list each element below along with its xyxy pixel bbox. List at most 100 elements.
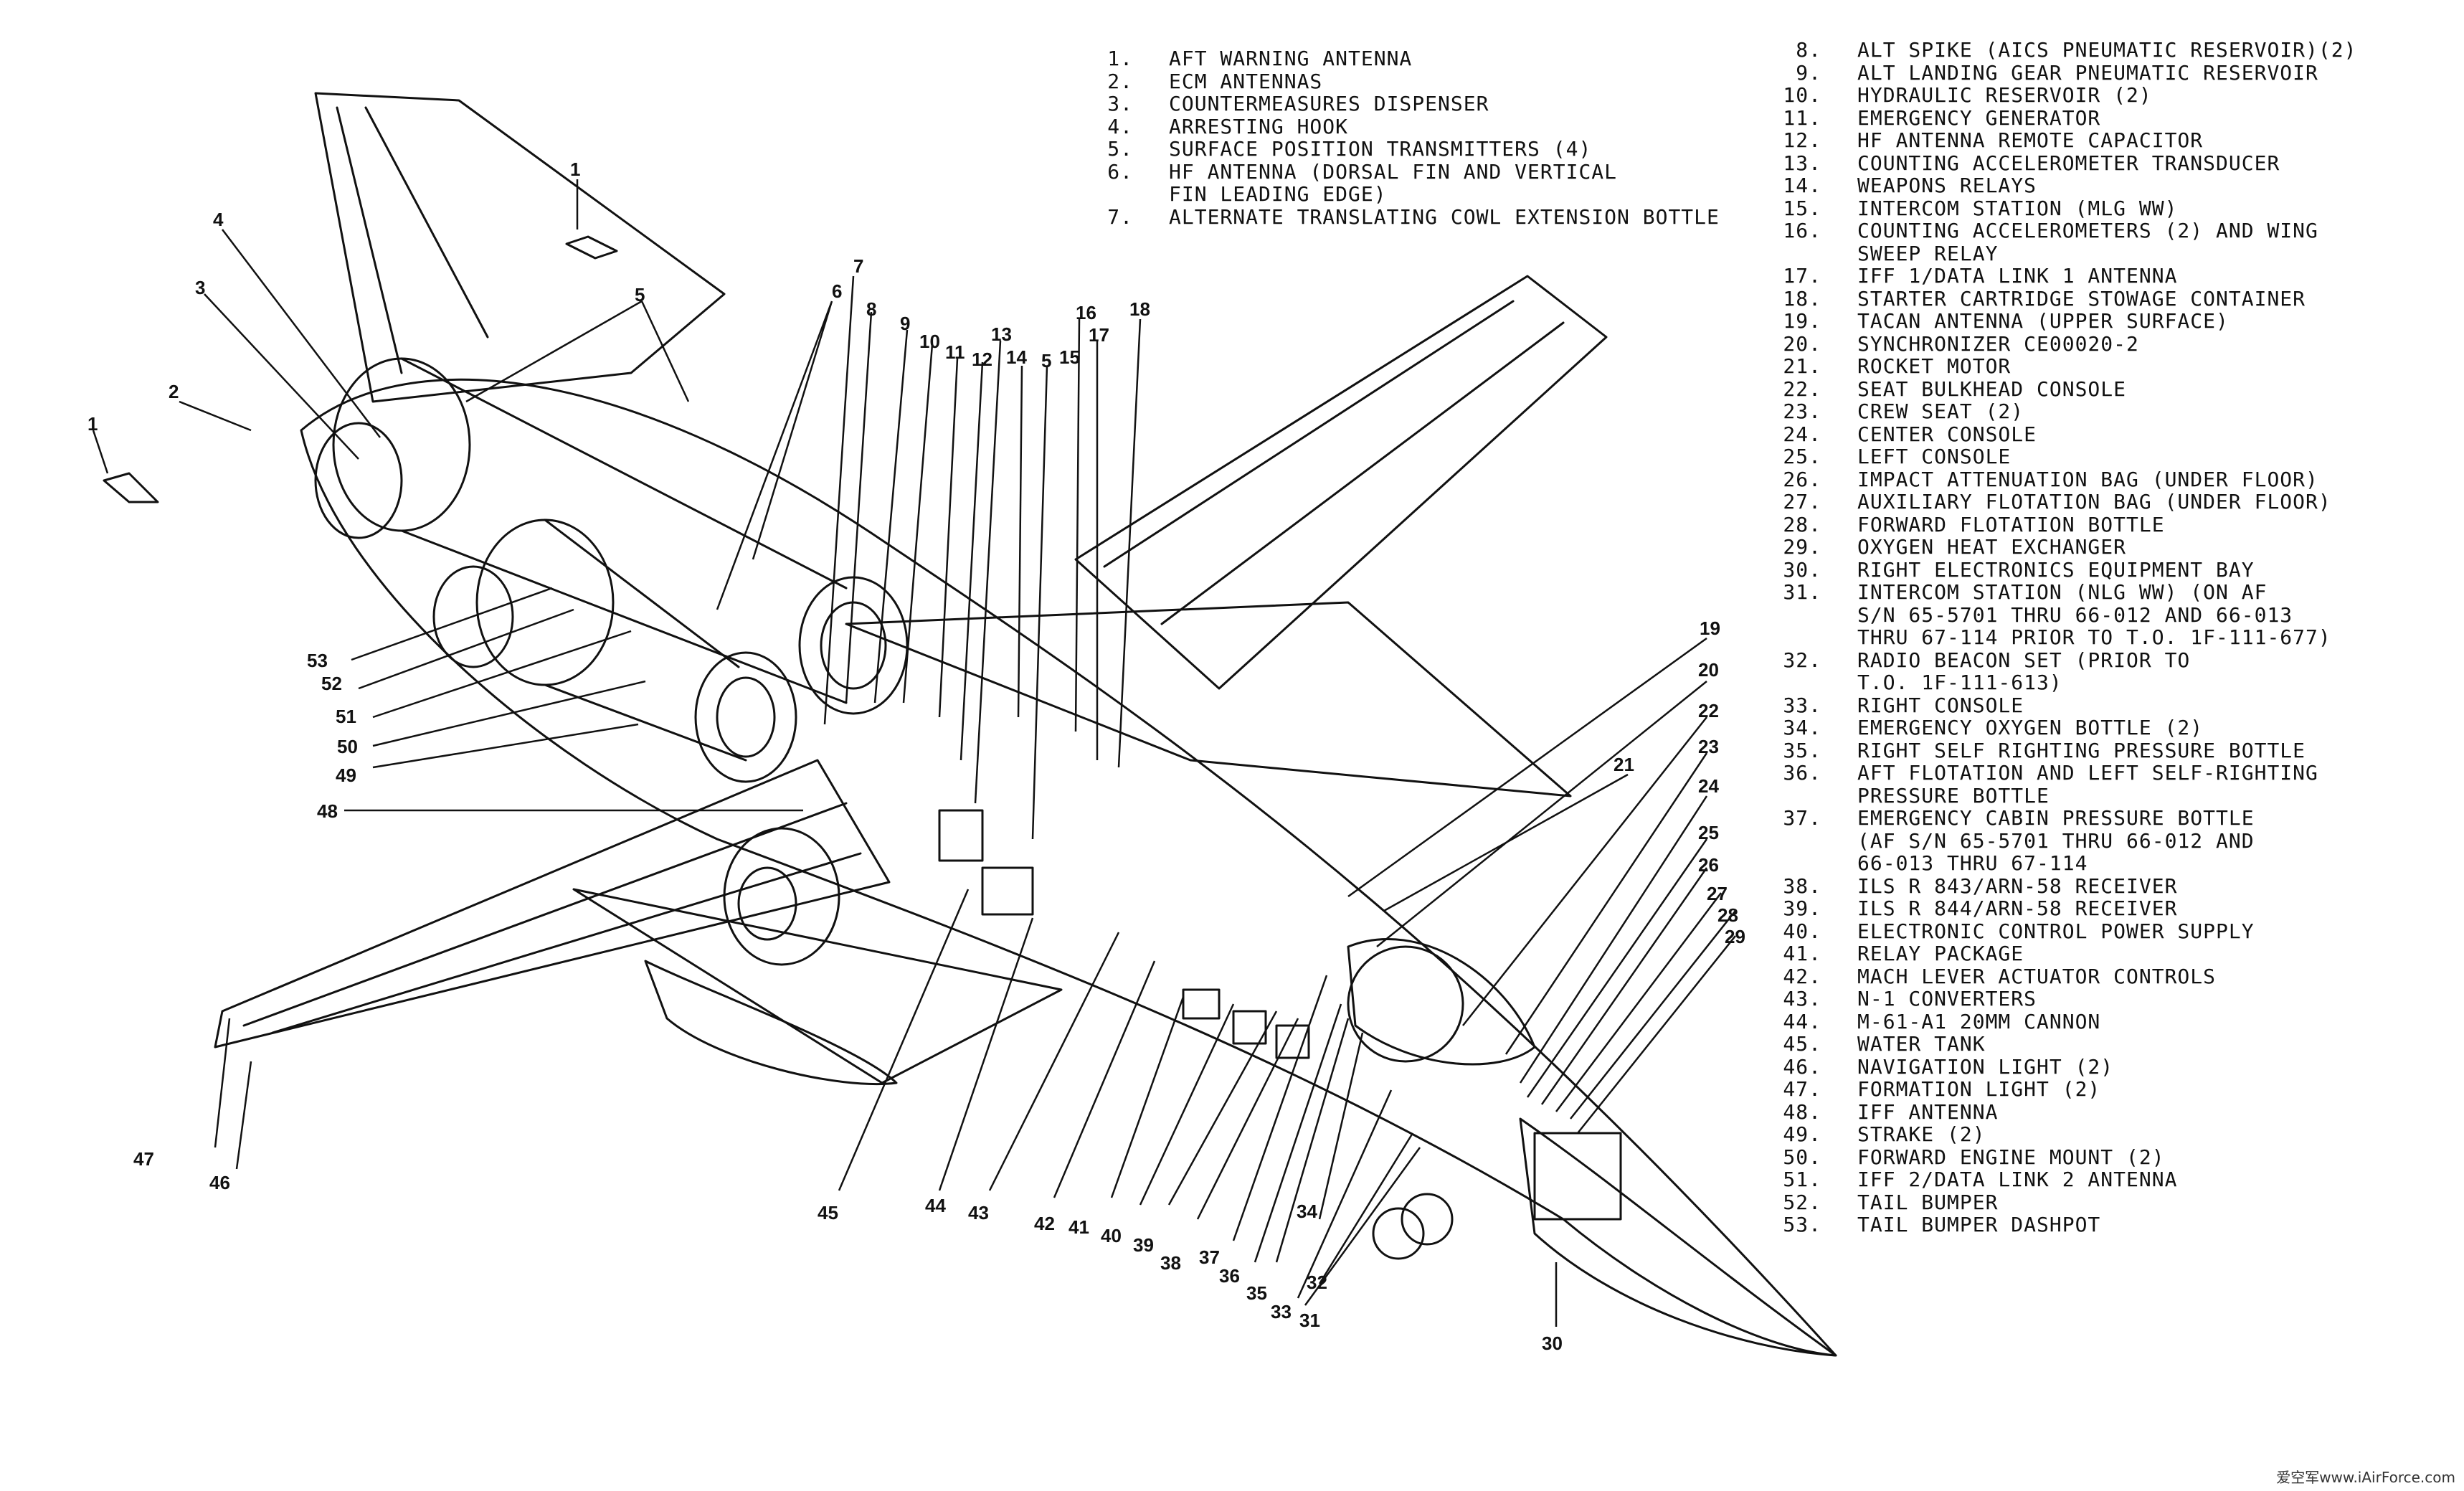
legend-item-description: TAIL BUMPER DASHPOT — [1857, 1213, 2101, 1236]
legend-item-number: 36. — [1783, 761, 1821, 785]
callout-12: 12 — [972, 349, 992, 370]
legend-item-number: 28. — [1783, 512, 1821, 536]
legend-item: 66-013 THRU 67-114 — [1764, 852, 2356, 875]
legend-item-description: FORWARD FLOTATION BOTTLE — [1857, 512, 2165, 536]
legend-item-description: OXYGEN HEAT EXCHANGER — [1857, 535, 2127, 559]
legend-item-number: 16. — [1783, 219, 1821, 242]
legend-item: 15.INTERCOM STATION (MLG WW) — [1764, 197, 2356, 220]
callout-19: 19 — [1700, 617, 1720, 639]
legend-item-number: 45. — [1783, 1032, 1821, 1056]
legend-item-description: CREW SEAT (2) — [1857, 399, 2024, 423]
legend-item: 46.NAVIGATION LIGHT (2) — [1764, 1055, 2356, 1079]
legend-item-description: EMERGENCY CABIN PRESSURE BOTTLE — [1857, 806, 2255, 830]
legend-item-number: 25. — [1783, 445, 1821, 468]
legend-item-number: 34. — [1783, 716, 1821, 739]
callout-34: 34 — [1297, 1201, 1317, 1222]
callout-7: 7 — [853, 255, 863, 277]
callout-41: 41 — [1068, 1216, 1089, 1238]
legend-item-number: 15. — [1783, 196, 1821, 220]
legend-item-number: 50. — [1783, 1145, 1821, 1169]
watermark: 爱空军www.iAirForce.com — [2276, 1469, 2455, 1486]
legend-item-number: 11. — [1783, 105, 1821, 130]
legend-item-number: 14. — [1783, 174, 1821, 197]
legend-item-description: STARTER CARTRIDGE STOWAGE CONTAINER — [1857, 286, 2306, 311]
legend-item: 1.AFT WARNING ANTENNA — [1090, 47, 1720, 70]
callout-53: 53 — [307, 650, 328, 671]
callout-14: 14 — [1006, 346, 1027, 368]
vertical-tail — [314, 92, 726, 403]
legend-item-description: COUNTERMEASURES DISPENSER — [1169, 92, 1489, 115]
left-horizontal-stabilizer — [572, 888, 1063, 1084]
legend-item: 9.ALT LANDING GEAR PNEUMATIC RESERVOIR — [1764, 61, 2356, 85]
legend-item-number: 47. — [1783, 1077, 1821, 1101]
legend-item-number: 5. — [1107, 137, 1133, 161]
legend-item-description: EMERGENCY OXYGEN BOTTLE (2) — [1857, 716, 2204, 739]
callout-10: 10 — [919, 331, 940, 352]
legend-item-number: 53. — [1783, 1213, 1821, 1236]
legend-item: 30.RIGHT ELECTRONICS EQUIPMENT BAY — [1764, 558, 2356, 582]
callout-5-left: 5 — [635, 284, 645, 306]
legend-item-number: 33. — [1783, 693, 1821, 717]
legend-item-number: 32. — [1783, 648, 1821, 672]
callout-31: 31 — [1299, 1310, 1320, 1331]
legend-item-number: 48. — [1783, 1099, 1821, 1124]
legend-item-description: AFT FLOTATION AND LEFT SELF-RIGHTING — [1857, 761, 2318, 785]
engine-upper — [332, 357, 909, 715]
legend-item: 24.CENTER CONSOLE — [1764, 422, 2356, 446]
legend-item: 23.CREW SEAT (2) — [1764, 400, 2356, 423]
legend-item-number — [1764, 785, 1857, 808]
legend-item-number: 51. — [1783, 1168, 1821, 1191]
callout-32: 32 — [1307, 1272, 1327, 1293]
legend-item-number: 31. — [1783, 580, 1821, 604]
legend-item-description: (AF S/N 65-5701 THRU 66-012 AND — [1857, 828, 2255, 853]
legend-item-description: MACH LEVER ACTUATOR CONTROLS — [1857, 964, 2217, 988]
legend-item: 11. EMERGENCY GENERATOR — [1764, 105, 2356, 130]
legend-item-description: 66-013 THRU 67-114 — [1857, 851, 2088, 875]
legend-item-description: IFF ANTENNA — [1857, 1099, 1999, 1124]
legend-item-description: IFF 2/DATA LINK 2 ANTENNA — [1857, 1168, 2178, 1191]
legend-item-description: RIGHT CONSOLE — [1857, 693, 2024, 717]
callout-1-top: 1 — [570, 158, 580, 180]
legend-item: 3.COUNTERMEASURES DISPENSER — [1090, 93, 1720, 115]
callout-47: 47 — [133, 1148, 154, 1170]
legend-item-number: 21. — [1783, 354, 1821, 378]
parts-legend-right: 8.ALT SPIKE (AICS PNEUMATIC RESERVOIR)(2… — [1764, 39, 2356, 1236]
legend-item-number: 40. — [1783, 919, 1821, 943]
callout-45: 45 — [818, 1202, 838, 1223]
legend-item: 49.STRAKE (2) — [1764, 1123, 2356, 1146]
legend-item: 50.FORWARD ENGINE MOUNT (2) — [1764, 1145, 2356, 1169]
legend-item-description: HF ANTENNA REMOTE CAPACITOR — [1857, 128, 2204, 152]
legend-item-number: 18. — [1783, 286, 1821, 311]
legend-item-description: CENTER CONSOLE — [1857, 422, 2037, 446]
legend-item-description: ALT SPIKE (AICS PNEUMATIC RESERVOIR)(2) — [1857, 38, 2357, 62]
legend-item: 29.OXYGEN HEAT EXCHANGER — [1764, 536, 2356, 559]
legend-item-description: FIN LEADING EDGE) — [1169, 182, 1387, 206]
ventral-fin — [644, 960, 898, 1086]
legend-item-number — [1764, 830, 1857, 853]
legend-item: 45.WATER TANK — [1764, 1033, 2356, 1056]
legend-item-number: 19. — [1783, 309, 1821, 333]
legend-item-description: M-61-A1 20MM CANNON — [1857, 1009, 2101, 1033]
legend-item-number: 4. — [1107, 114, 1133, 138]
legend-item-description: HF ANTENNA (DORSAL FIN AND VERTICAL — [1169, 159, 1618, 184]
callout-6: 6 — [832, 280, 842, 302]
legend-item: 39.ILS R 844/ARN-58 RECEIVER — [1764, 897, 2356, 920]
callout-16: 16 — [1076, 302, 1096, 323]
callout-42: 42 — [1034, 1213, 1055, 1234]
callout-5-right: 5 — [1041, 350, 1051, 371]
callout-52: 52 — [321, 673, 342, 694]
legend-item: 52.TAIL BUMPER — [1764, 1191, 2356, 1214]
legend-item-description: S/N 65-5701 THRU 66-012 AND 66-013 — [1857, 602, 2293, 627]
legend-item-number: 42. — [1783, 964, 1821, 988]
legend-item: 17.IFF 1/DATA LINK 1 ANTENNA — [1764, 265, 2356, 288]
callout-4: 4 — [213, 209, 224, 230]
callout-35: 35 — [1246, 1282, 1267, 1304]
callout-20: 20 — [1698, 659, 1719, 681]
legend-item: SWEEP RELAY — [1764, 242, 2356, 265]
callout-1-left: 1 — [87, 413, 98, 435]
legend-item: 41.RELAY PACKAGE — [1764, 942, 2356, 965]
legend-item: T.O. 1F-111-613) — [1764, 671, 2356, 694]
callout-23: 23 — [1698, 736, 1719, 757]
legend-item-description: EMERGENCY GENERATOR — [1857, 105, 2101, 130]
